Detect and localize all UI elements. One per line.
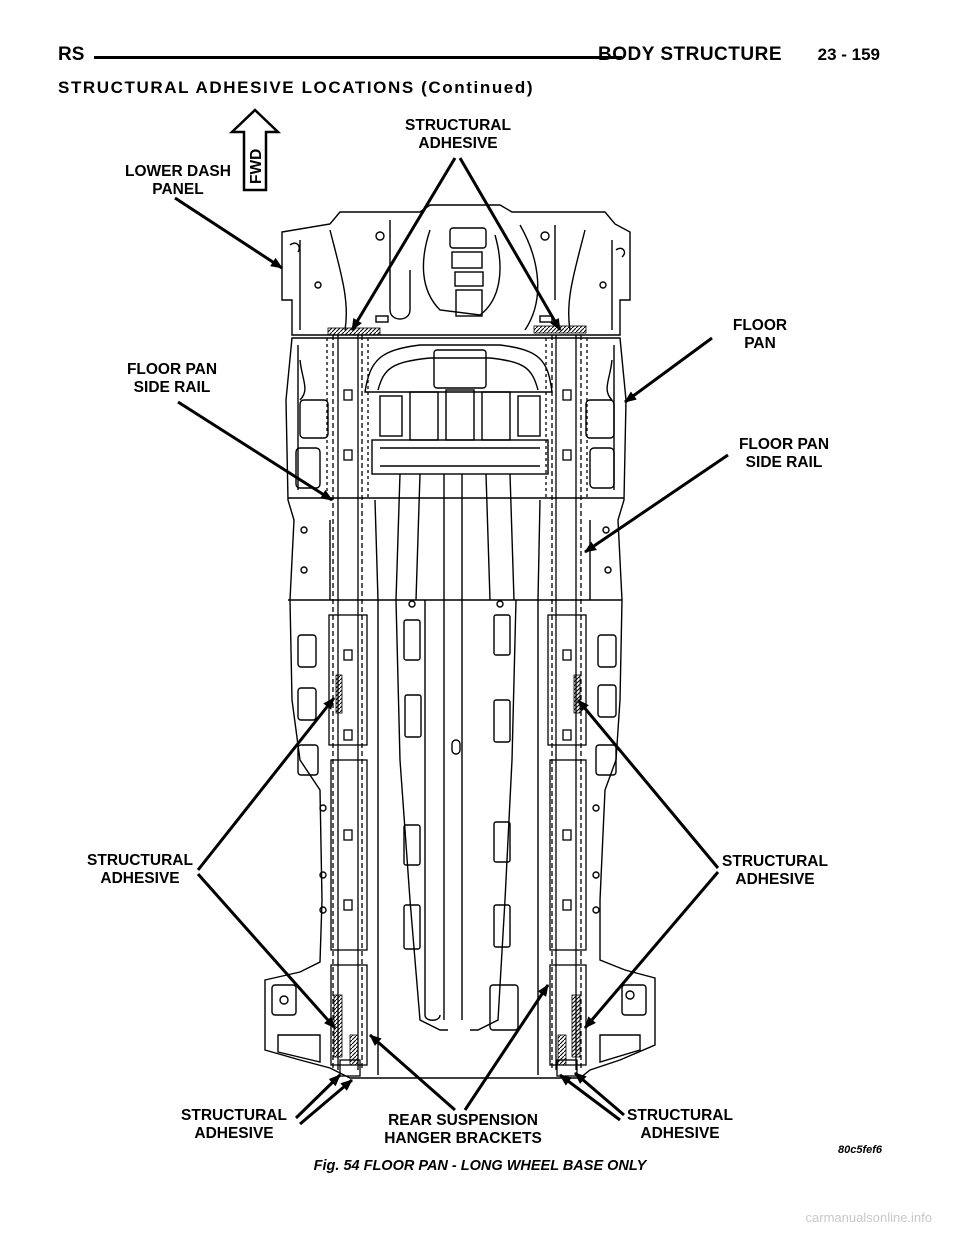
label-structural-adhesive-top-2: ADHESIVE (418, 135, 497, 152)
header-rule (94, 56, 622, 59)
floor-pan-outline (264, 337, 656, 1079)
fwd-label: FWD (248, 149, 265, 184)
side-rail-left (326, 335, 369, 1077)
label-side-rail-right-1: FLOOR PAN (739, 436, 829, 453)
label-adhesive-left-mid-1: STRUCTURAL (87, 852, 193, 869)
page-number: 23 - 159 (817, 45, 880, 64)
label-side-rail-left-2: SIDE RAIL (134, 379, 211, 396)
label-adhesive-left-mid-2: ADHESIVE (100, 870, 179, 887)
leader-lines (174, 157, 729, 1126)
label-floor-pan-2: PAN (744, 335, 776, 352)
label-lower-dash-2: PANEL (152, 181, 203, 198)
lower-dash-panel (281, 204, 631, 336)
label-side-rail-left-1: FLOOR PAN (127, 361, 217, 378)
label-adhesive-bottom-left-2: ADHESIVE (194, 1125, 273, 1142)
label-adhesive-right-mid-2: ADHESIVE (735, 871, 814, 888)
label-adhesive-bottom-right-1: STRUCTURAL (627, 1107, 733, 1124)
label-floor-pan-1: FLOOR (733, 317, 787, 334)
page-header: RS BODY STRUCTURE 23 - 159 (58, 44, 880, 74)
section-title: BODY STRUCTURE (598, 44, 782, 65)
label-lower-dash-1: LOWER DASH (125, 163, 231, 180)
manual-code: RS (58, 44, 85, 65)
label-rear-suspension-1: REAR SUSPENSION (388, 1112, 538, 1129)
watermark: carmanualsonline.info (805, 1210, 932, 1225)
label-adhesive-bottom-right-2: ADHESIVE (640, 1125, 719, 1142)
figure-caption: Fig. 54 FLOOR PAN - LONG WHEEL BASE ONLY (313, 1158, 647, 1174)
label-adhesive-bottom-left-1: STRUCTURAL (181, 1107, 287, 1124)
label-rear-suspension-2: HANGER BRACKETS (384, 1130, 542, 1147)
figure-code: 80c5fef6 (838, 1144, 883, 1156)
label-adhesive-right-mid-1: STRUCTURAL (722, 853, 828, 870)
callout-labels: STRUCTURAL ADHESIVE LOWER DASH PANEL FLO… (87, 117, 883, 1156)
label-structural-adhesive-top-1: STRUCTURAL (405, 117, 511, 134)
fwd-arrow: FWD (228, 108, 282, 192)
page-subtitle: STRUCTURAL ADHESIVE LOCATIONS (Continued… (58, 78, 535, 97)
label-side-rail-right-2: SIDE RAIL (746, 454, 823, 471)
